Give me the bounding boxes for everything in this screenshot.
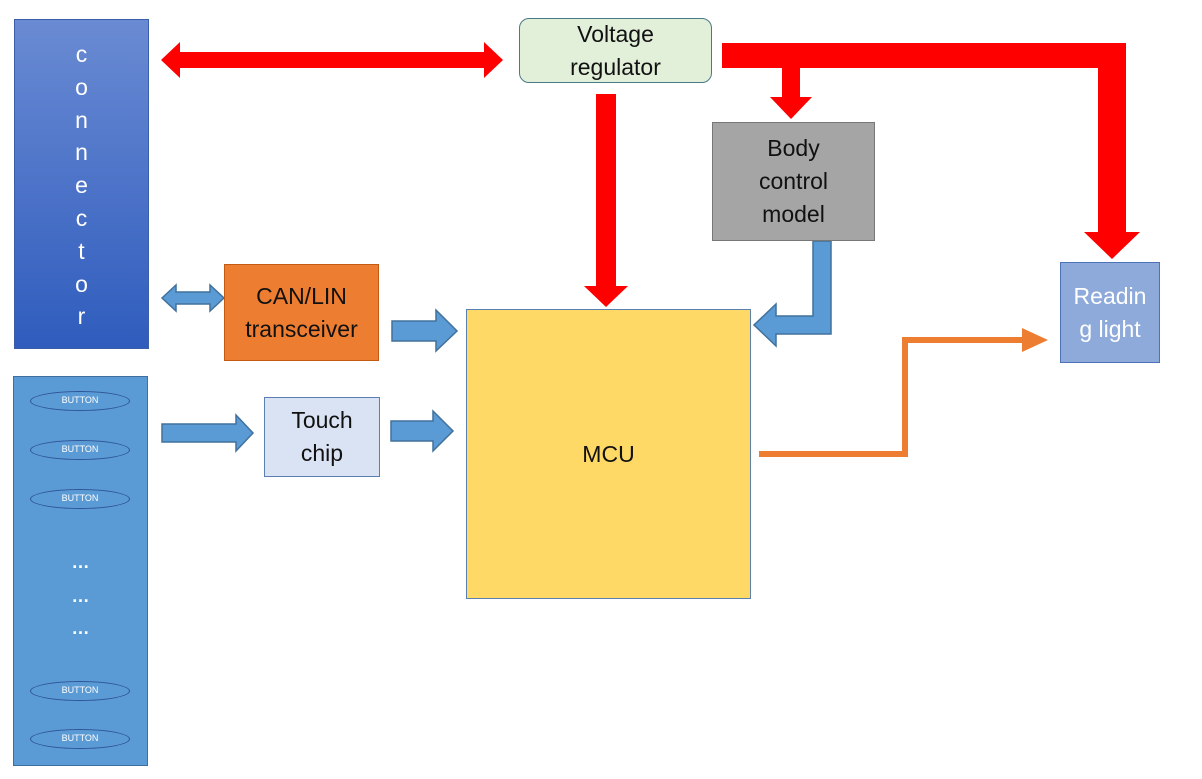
can-lin-transceiver-block: CAN/LIN transceiver bbox=[224, 264, 379, 361]
panel-button: BUTTON bbox=[30, 729, 130, 749]
voltage-regulator-block: Voltage regulator bbox=[519, 18, 712, 83]
can-lin-label: CAN/LIN transceiver bbox=[245, 282, 358, 342]
panel-button: BUTTON bbox=[30, 681, 130, 701]
voltage-regulator-label: Voltage regulator bbox=[570, 20, 661, 80]
can-to-mcu-arrow bbox=[391, 308, 459, 353]
panel-button: BUTTON bbox=[30, 391, 130, 411]
ellipsis: … bbox=[71, 586, 90, 606]
panel-button: BUTTON bbox=[30, 489, 130, 509]
regulator-power-bus-arrow bbox=[722, 43, 1140, 259]
ellipsis: … bbox=[71, 552, 90, 572]
connector-letter: c bbox=[75, 41, 88, 67]
body-control-label: Body control model bbox=[758, 135, 829, 227]
panel-button: BUTTON bbox=[30, 440, 130, 460]
connector-letter: n bbox=[75, 106, 88, 133]
reading-light-block: Readin g light bbox=[1060, 262, 1160, 363]
touch-to-mcu-arrow bbox=[390, 409, 455, 453]
bcm-to-mcu-arrow bbox=[752, 240, 832, 348]
touch-chip-label: Touch chip bbox=[291, 407, 353, 466]
connector-letter: r bbox=[77, 303, 86, 330]
button-panel: BUTTON BUTTON BUTTON … … … BUTTON BUTTON bbox=[13, 376, 148, 766]
connector-letter: e bbox=[75, 172, 88, 199]
mcu-to-light-line bbox=[759, 337, 1026, 457]
connector-block: c o n n e c t o r bbox=[14, 19, 149, 349]
reading-light-label: Readin g light bbox=[1073, 282, 1147, 342]
connector-letter: c bbox=[75, 204, 88, 231]
connector-regulator-arrow bbox=[161, 42, 503, 78]
connector-letter: o bbox=[75, 73, 88, 100]
connector-can-arrow bbox=[160, 283, 226, 313]
connector-label: c o n n e c t o r bbox=[15, 38, 148, 333]
mcu-label: MCU bbox=[582, 440, 635, 467]
regulator-to-mcu-arrow bbox=[584, 94, 628, 307]
touch-chip-block: Touch chip bbox=[264, 397, 380, 477]
ellipsis: … bbox=[71, 618, 90, 638]
buttons-to-touch-arrow bbox=[161, 413, 255, 453]
connector-letter: o bbox=[75, 270, 88, 297]
connector-letter: t bbox=[78, 237, 85, 264]
mcu-to-light-arrowhead bbox=[1022, 328, 1048, 352]
body-control-block: Body control model bbox=[712, 122, 875, 241]
connector-letter: n bbox=[75, 139, 88, 166]
mcu-block: MCU bbox=[466, 309, 751, 599]
